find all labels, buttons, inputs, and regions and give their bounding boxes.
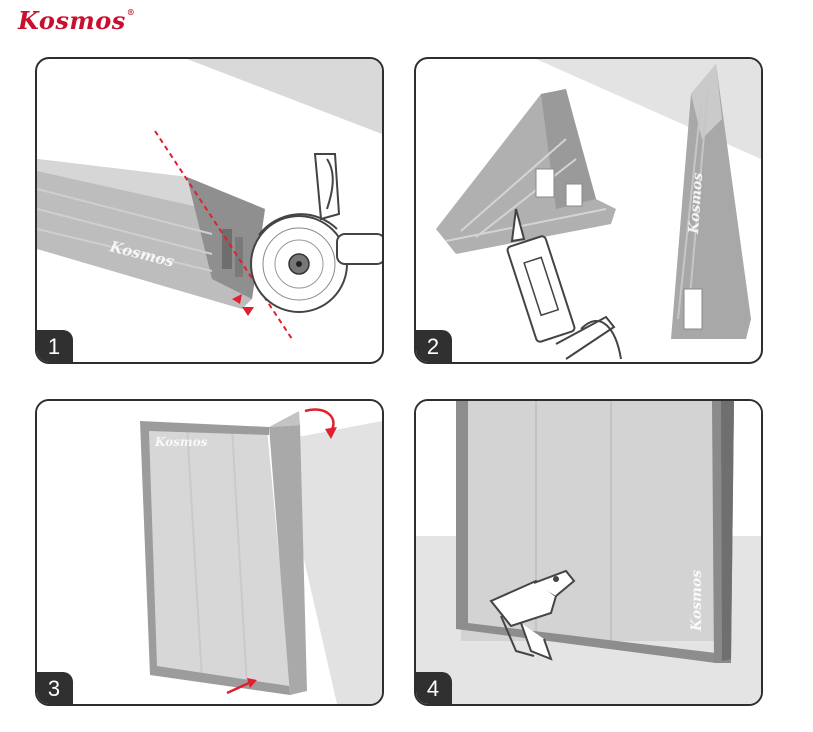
brand-logo-text: Kosmos	[18, 6, 126, 35]
nail-gun-icon	[489, 569, 576, 661]
step-panel-3: Kosmos 3	[35, 399, 384, 706]
frame-profile	[140, 421, 290, 695]
step-panel-4: Kosmos 4	[414, 399, 763, 706]
wall-panel	[142, 423, 292, 695]
step-2-brand-mark: Kosmos	[686, 172, 706, 235]
step-number-1: 1	[37, 330, 73, 362]
wall-shadow	[187, 59, 382, 134]
registered-mark: ®	[126, 7, 136, 17]
step-number-4: 4	[416, 672, 452, 704]
step-panel-2: Kosmos 2	[414, 57, 763, 364]
step-panel-1: Kosmos 1	[35, 57, 384, 364]
step-4-illustration: Kosmos	[416, 401, 761, 704]
cut-line	[154, 130, 293, 340]
caulk-gun-icon	[506, 208, 622, 360]
step-3-illustration: Kosmos	[37, 401, 382, 704]
brand-logo: Kosmos®	[18, 6, 135, 35]
step-4-brand-mark: Kosmos	[689, 570, 705, 632]
step-1-illustration: Kosmos	[37, 59, 382, 340]
step-number-3: 3	[37, 672, 73, 704]
wall-shadow	[277, 421, 382, 704]
cut-sparks	[232, 294, 254, 316]
step-3-brand-mark: Kosmos	[154, 435, 208, 449]
standing-skirting-profile	[671, 64, 751, 339]
step-2-illustration: Kosmos	[436, 59, 761, 360]
push-arrow-icon	[226, 681, 250, 695]
frame-right-side	[269, 425, 307, 695]
angle-grinder-icon	[250, 153, 382, 313]
step-number-2: 2	[416, 330, 452, 362]
